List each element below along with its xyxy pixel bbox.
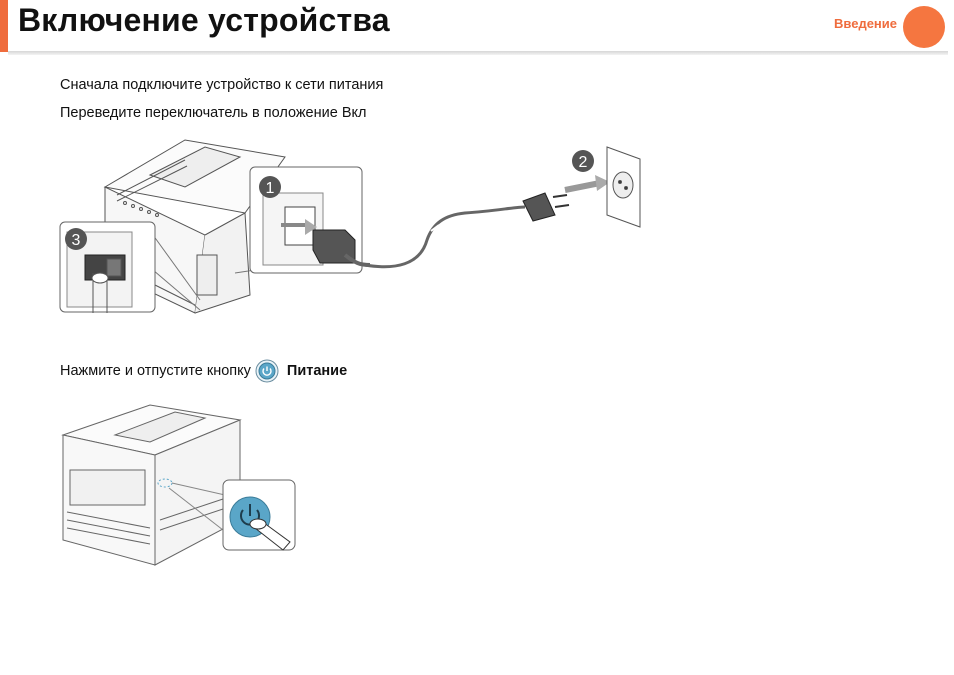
press-power-illustration [61,404,296,566]
power-cable [364,205,526,269]
page-title: Включение устройства [18,2,390,38]
power-icon [255,359,279,383]
wall-socket: 2 [572,146,641,228]
step-switch-on-text: Переведите переключатель в положение Вкл [60,105,367,121]
callout-3-label: 3 [72,232,81,249]
power-button-name: Питание [286,363,348,379]
switch-inset: 3 [59,221,201,313]
header-divider [8,51,948,55]
step-connect-power-text: Сначала подключите устройство к сети пит… [60,77,384,93]
power-button-inset [222,479,296,551]
section-indicator-dot [903,6,945,48]
power-connection-illustration: 3 1 2 [59,139,641,314]
section-link-introduction[interactable]: Введение [834,16,897,31]
printer-front-drawing [61,404,242,566]
header-accent-bar [0,0,8,52]
power-inlet-inset: 1 [234,166,371,274]
press-instruction-text: Нажмите и отпустите кнопку [60,363,251,379]
callout-1-label: 1 [266,180,275,197]
callout-2-label: 2 [579,154,588,171]
step-press-power-text: Нажмите и отпустите кнопку Питание [60,359,347,383]
power-plug [522,192,570,222]
